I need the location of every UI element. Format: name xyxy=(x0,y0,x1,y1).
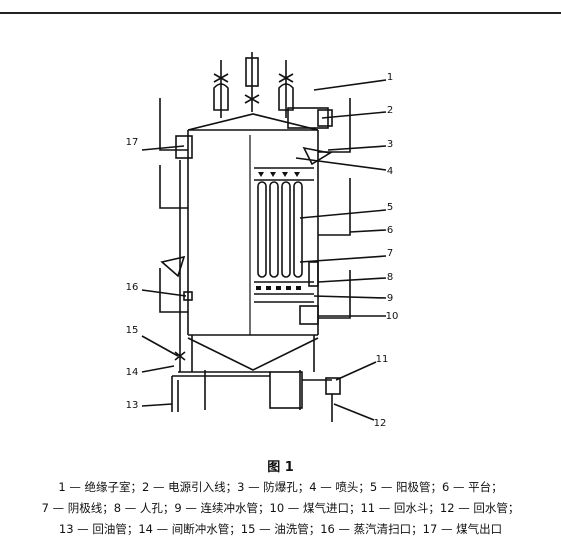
callout-11: 11 xyxy=(376,354,389,365)
callout-12: 12 xyxy=(374,418,387,429)
callout-2: 2 xyxy=(387,105,393,116)
callout-8: 8 xyxy=(387,272,393,283)
callout-7: 7 xyxy=(387,248,393,259)
callout-1: 1 xyxy=(387,72,393,83)
callout-3: 3 xyxy=(387,139,393,150)
callout-14: 14 xyxy=(126,367,139,378)
electrostatic-precipitator-diagram: 1 2 3 4 5 6 7 8 9 10 11 12 13 14 15 16 1… xyxy=(126,52,399,429)
callout-10: 10 xyxy=(386,311,399,322)
callout-16: 16 xyxy=(126,282,139,293)
callout-15: 15 xyxy=(126,325,139,336)
callout-4: 4 xyxy=(387,166,393,177)
figure-caption: 图 1 xyxy=(267,460,294,475)
legend-line-3: 13 — 回油管；14 — 间断冲水管；15 — 油洗管；16 — 蒸汽清扫口；… xyxy=(58,522,503,536)
callout-9: 9 xyxy=(387,293,393,304)
callout-5: 5 xyxy=(387,202,393,213)
callout-17: 17 xyxy=(126,137,139,148)
legend-line-2: 7 — 阴极线；8 — 人孔；9 — 连续冲水管；10 — 煤气进口；11 — … xyxy=(41,501,520,515)
legend-line-1: 1 — 绝缘子室；2 — 电源引入线；3 — 防爆孔；4 — 喷头；5 — 阳极… xyxy=(58,480,503,494)
callout-6: 6 xyxy=(387,225,393,236)
page-top-rule xyxy=(0,12,561,14)
callout-13: 13 xyxy=(126,400,139,411)
